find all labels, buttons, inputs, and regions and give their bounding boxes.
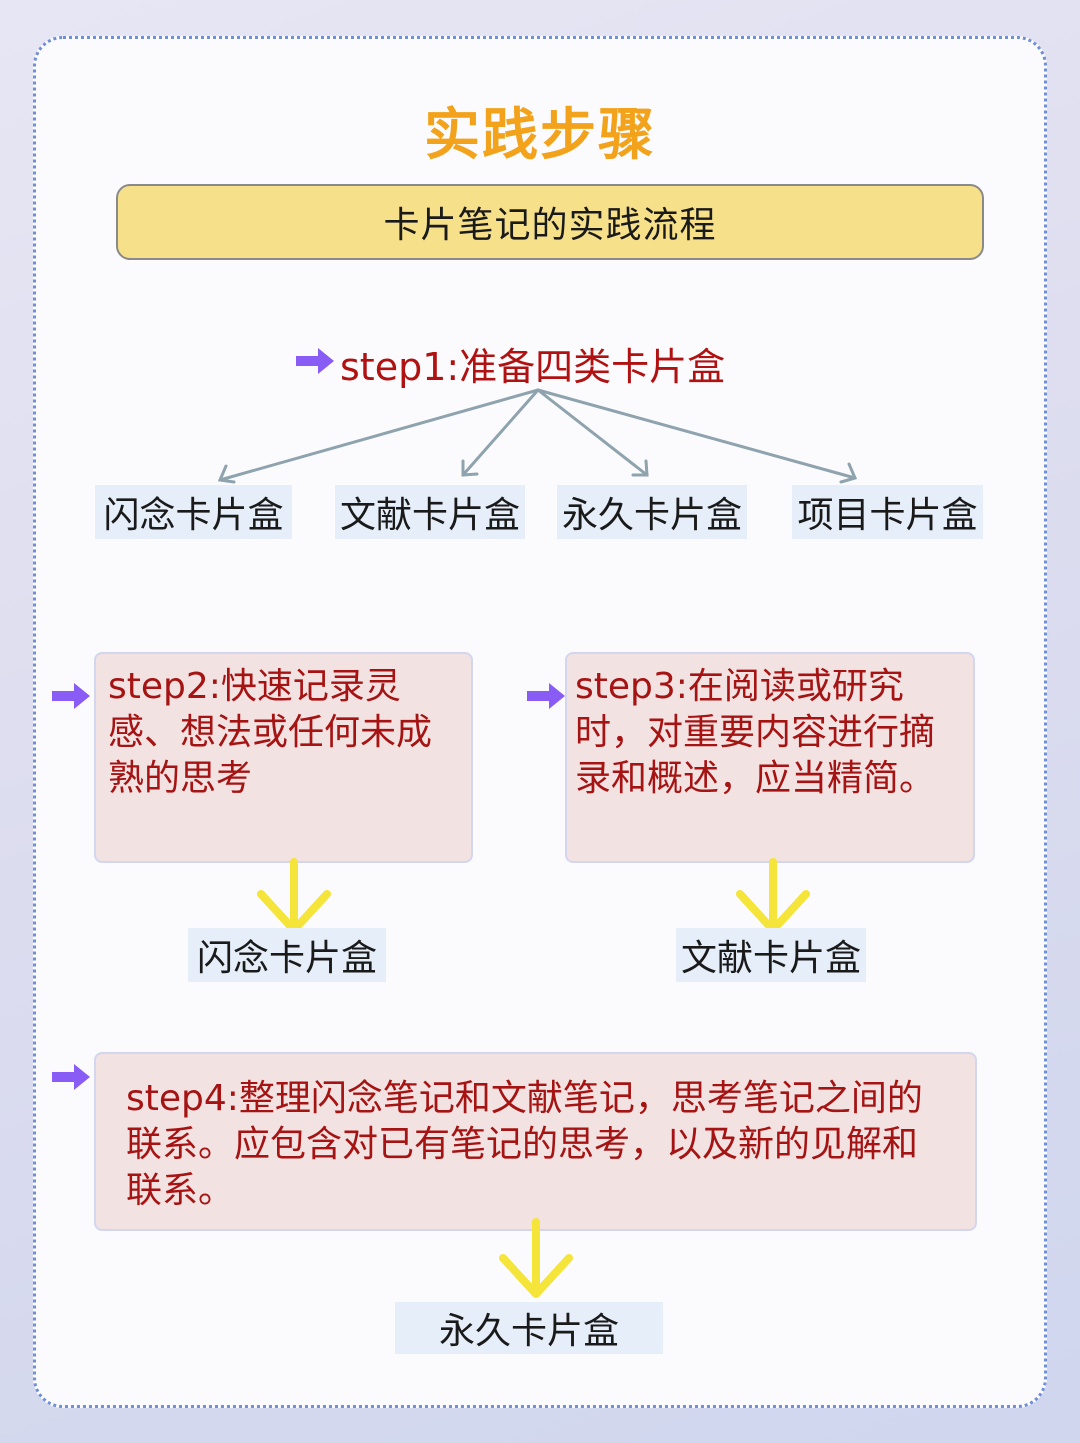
step4-text: step4:整理闪念笔记和文献笔记，思考笔记之间的联系。应包含对已有笔记的思考，… bbox=[126, 1078, 923, 1211]
step4-box: step4:整理闪念笔记和文献笔记，思考笔记之间的联系。应包含对已有笔记的思考，… bbox=[94, 1052, 977, 1231]
page-title: 实践步骤 bbox=[424, 103, 656, 168]
step3-box: step3:在阅读或研究时，对重要内容进行摘录和概述，应当精简。 bbox=[565, 652, 975, 863]
step2-text: step2:快速记录灵感、想法或任何未成熟的思考 bbox=[108, 666, 433, 799]
down-arrow-icon bbox=[257, 858, 331, 934]
box-project-notes: 项目卡片盒 bbox=[792, 485, 983, 539]
banner: 卡片笔记的实践流程 bbox=[116, 184, 984, 260]
step3-text: step3:在阅读或研究时，对重要内容进行摘录和概述，应当精简。 bbox=[575, 666, 936, 799]
box-permanent-notes: 永久卡片盒 bbox=[557, 485, 747, 539]
box-flash-notes: 闪念卡片盒 bbox=[95, 485, 292, 539]
down-arrow-icon bbox=[499, 1218, 573, 1298]
step4-output-box: 永久卡片盒 bbox=[395, 1302, 663, 1354]
right-arrow-icon bbox=[296, 348, 334, 374]
banner-text: 卡片笔记的实践流程 bbox=[383, 205, 717, 246]
right-arrow-icon bbox=[527, 683, 565, 709]
step1-label: step1:准备四类卡片盒 bbox=[340, 345, 726, 389]
right-arrow-icon bbox=[52, 1064, 90, 1090]
step2-box: step2:快速记录灵感、想法或任何未成熟的思考 bbox=[94, 652, 473, 863]
right-arrow-icon bbox=[52, 683, 90, 709]
step2-output-box: 闪念卡片盒 bbox=[188, 928, 386, 982]
box-literature-notes: 文献卡片盒 bbox=[335, 485, 525, 539]
down-arrow-icon bbox=[736, 858, 810, 934]
step3-output-box: 文献卡片盒 bbox=[676, 928, 866, 982]
